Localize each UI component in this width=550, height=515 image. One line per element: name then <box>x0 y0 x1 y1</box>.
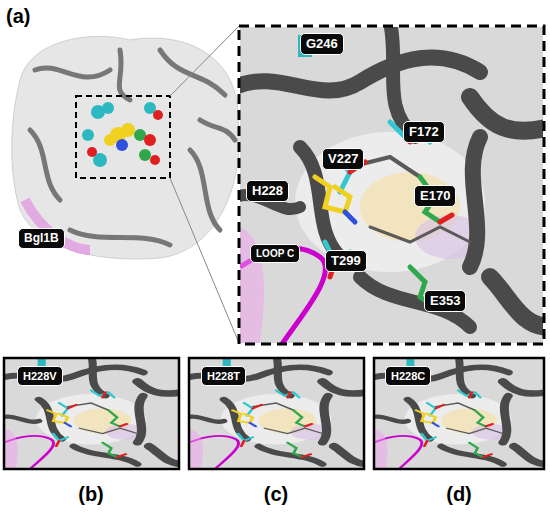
mutant-panel <box>189 358 364 469</box>
residue-label: H228V <box>17 366 63 386</box>
residue-label: H228T <box>201 366 246 386</box>
residue-label: V227 <box>322 148 364 170</box>
label-text: H228T <box>207 370 240 382</box>
label-text: F172 <box>409 124 439 139</box>
label-text: E353 <box>430 293 460 308</box>
residue-label: T299 <box>325 250 367 272</box>
mutant-panel <box>374 358 544 469</box>
panel-letter: (b) <box>78 484 104 504</box>
active-site-inset <box>240 27 543 343</box>
label-text: H228V <box>23 370 57 382</box>
residue-label: H228C <box>385 366 431 386</box>
label-text: T299 <box>331 253 361 268</box>
residue-label: E170 <box>414 185 456 207</box>
residue-label: LOOP C <box>250 244 300 263</box>
label-text: LOOP C <box>256 248 294 259</box>
mutant-panel <box>4 358 179 469</box>
residue-label: E353 <box>424 290 466 312</box>
protein-overview <box>12 26 239 343</box>
label-text: G246 <box>306 36 338 51</box>
label-text: V227 <box>328 151 358 166</box>
label-text: H228C <box>391 370 425 382</box>
label-text: E170 <box>420 188 450 203</box>
label-text: Bgl1B <box>24 231 59 245</box>
label-text: H228 <box>252 183 283 198</box>
panel-letter: (a) <box>6 6 30 26</box>
residue-label: G246 <box>300 33 344 55</box>
panel-letter: (d) <box>446 484 472 504</box>
panel-letter: (c) <box>264 484 288 504</box>
residue-label: H228 <box>246 180 289 202</box>
residue-label: Bgl1B <box>18 228 65 249</box>
residue-label: F172 <box>403 121 445 143</box>
